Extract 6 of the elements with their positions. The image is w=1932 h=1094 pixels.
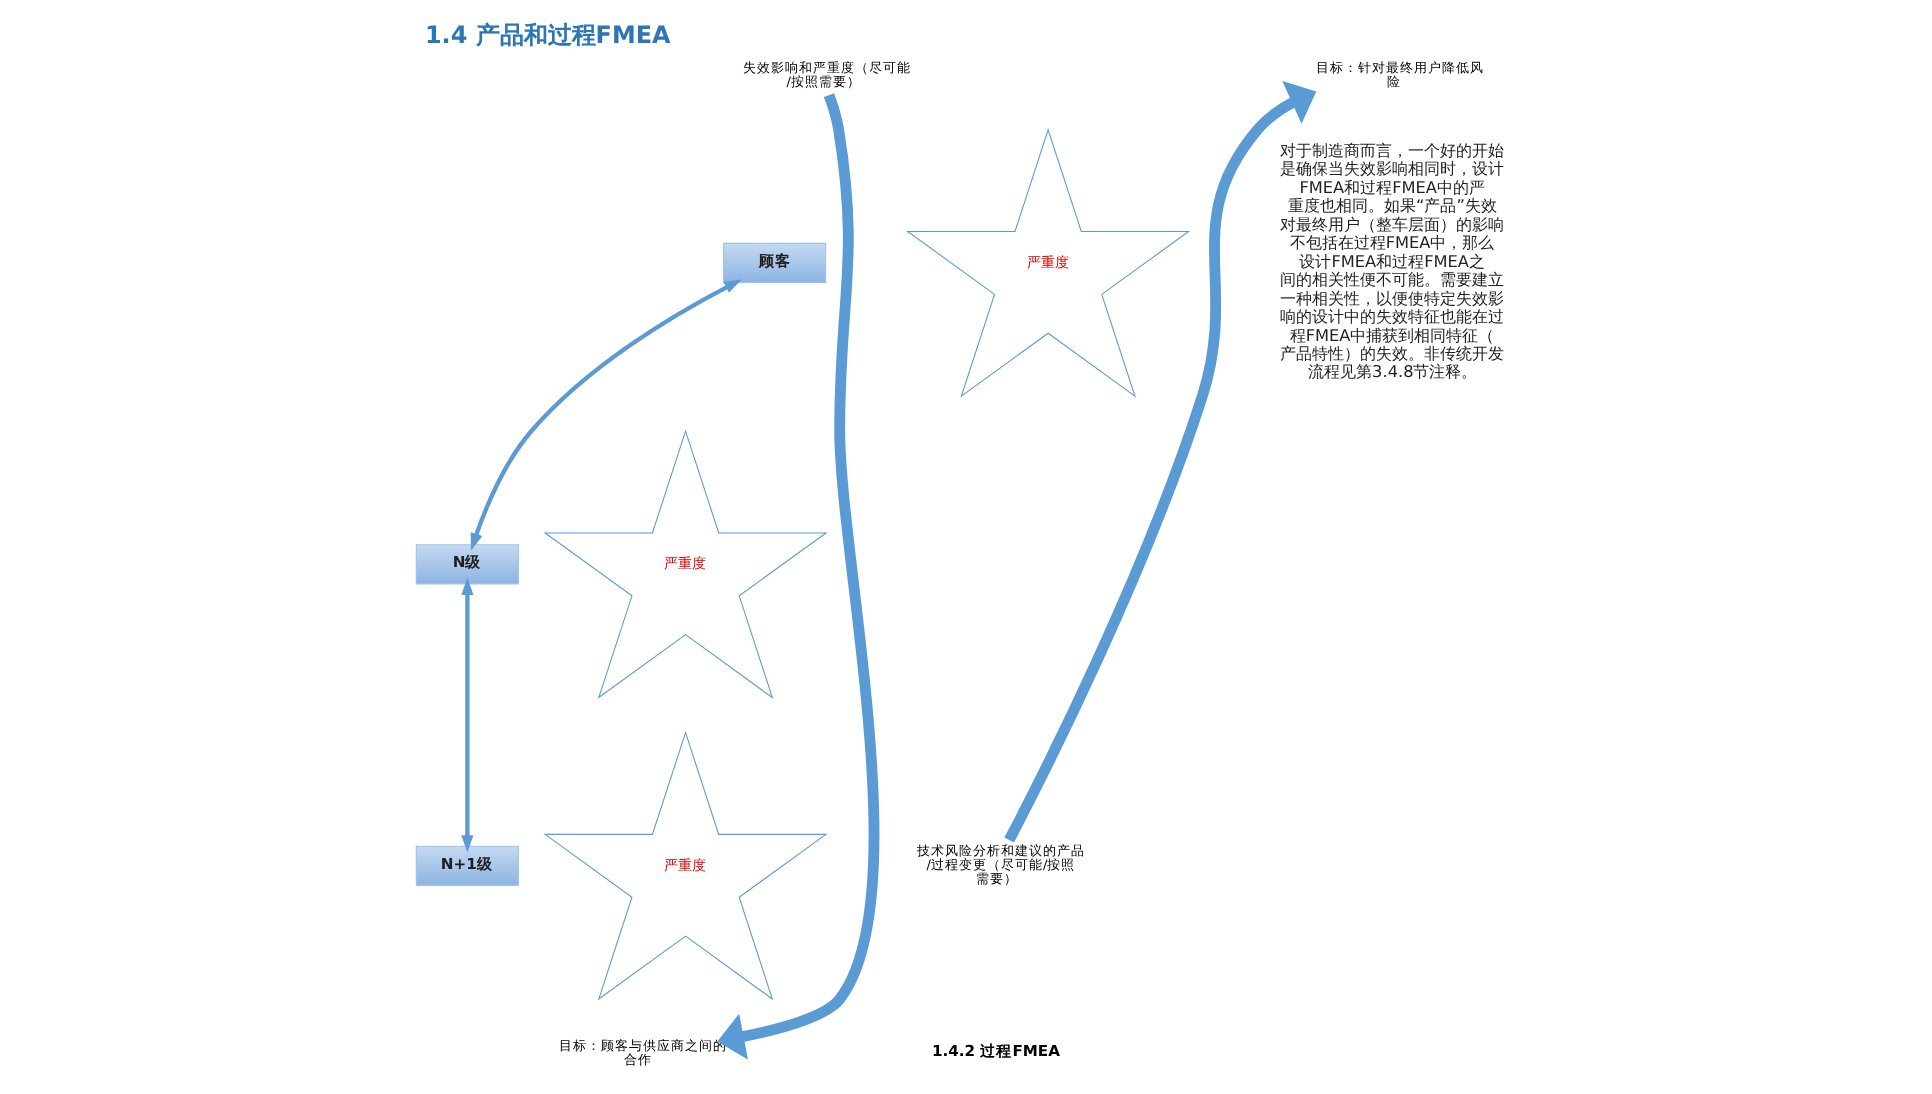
arrow [716, 93, 879, 1060]
label: 对于制造商而言，一个好的开始是确保当失效影响相同时，设计FMEA和过程FMEA中的严重度也相同。如果“产品”失效对最终用户（整车层面）的影响不包括在过程FMEA中，那么设计FMEA和过程FMEA之间的相关性便不可能。需要建立一种相关性，以便使特定失效影响的设计中的失效特征也能在过程FMEA中捕获到相同特征（产品特性）的失效。非传统开发流程见第3.4.8节注释。 [1278, 139, 1503, 382]
diagram-title: 1.4 产品和过程FMEA [424, 21, 670, 50]
arrow [1003, 81, 1316, 843]
arrow [469, 279, 741, 551]
arrow [460, 577, 473, 853]
